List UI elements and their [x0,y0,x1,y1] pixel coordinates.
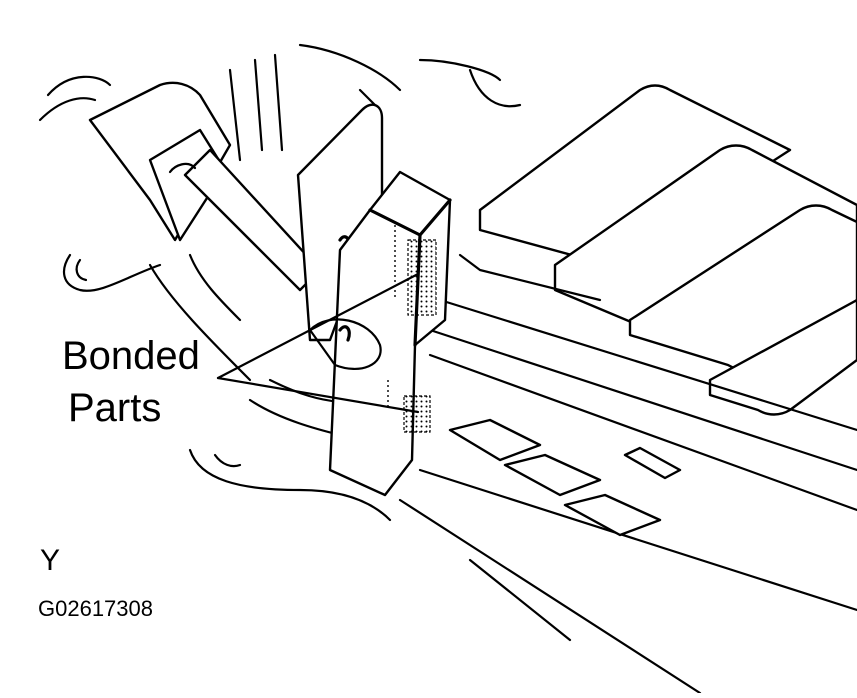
connector [88,81,322,292]
figure-code: G02617308 [38,596,153,621]
callout-leaders [216,272,420,414]
housing-outline [38,43,522,522]
view-letter: Y [40,544,61,577]
callout-label-line1: Bonded [62,334,200,378]
lower-clips [448,418,682,537]
callout-label-line2: Parts [68,386,162,430]
plate-stack [398,84,857,695]
